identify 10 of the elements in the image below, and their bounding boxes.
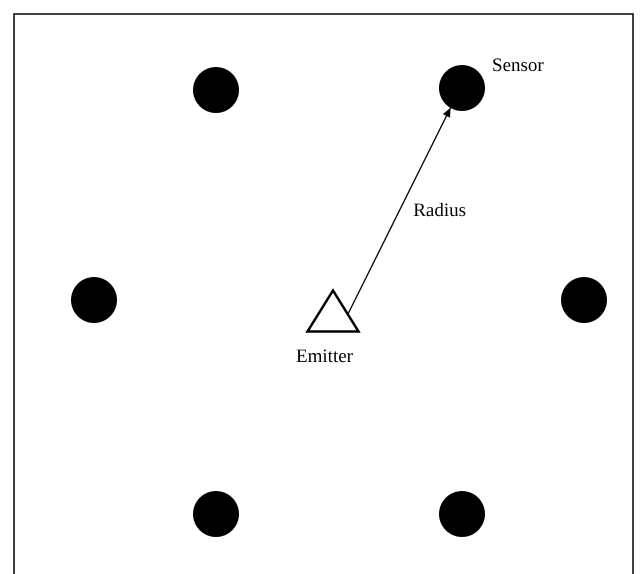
node-caption: Sensor	[492, 56, 544, 77]
arrow	[347, 108, 452, 314]
node-caption: Emitter	[296, 347, 353, 368]
dot-symbol	[439, 491, 485, 537]
dot-symbol	[193, 67, 239, 113]
dot-symbol	[439, 65, 485, 111]
dot-symbol	[71, 277, 117, 323]
dot-symbol	[561, 277, 607, 323]
triangle-symbol	[306, 289, 360, 333]
dot-symbol	[193, 491, 239, 537]
